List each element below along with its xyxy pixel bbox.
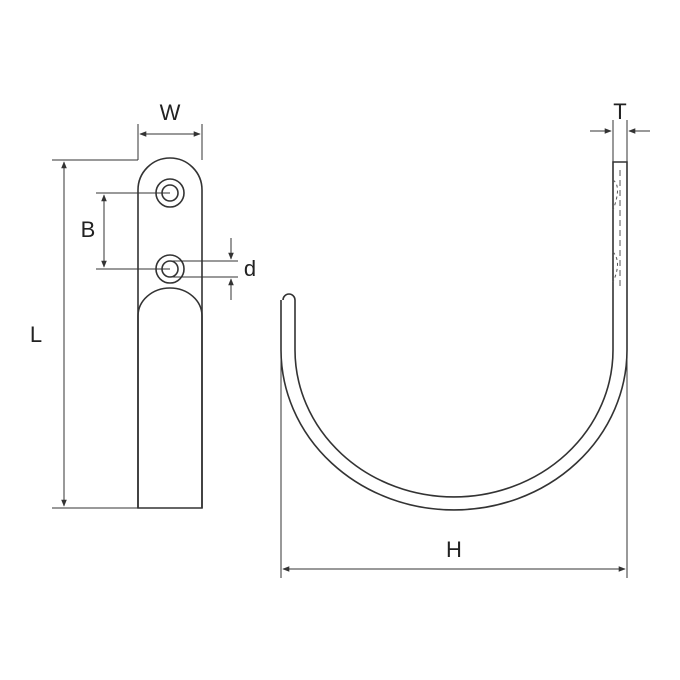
dimension-width: W <box>137 100 203 160</box>
dimension-thickness: T <box>590 99 650 162</box>
front-view <box>137 157 203 509</box>
label-h: H <box>446 537 462 562</box>
plate-inner-bend <box>137 287 203 508</box>
hidden-hole-upper <box>612 179 618 211</box>
label-b: B <box>81 217 96 242</box>
dimension-length: L <box>30 159 138 509</box>
hook-outline <box>280 161 628 511</box>
dimension-hook-opening: H <box>280 352 628 578</box>
label-d: d <box>244 256 256 281</box>
dimension-hole-pitch: B <box>81 192 170 270</box>
plate-outline <box>137 157 203 509</box>
hidden-hole-lower <box>612 251 618 283</box>
dimension-hole-diameter: d <box>170 238 256 300</box>
side-view <box>280 161 628 511</box>
label-l: L <box>30 322 42 347</box>
label-w: W <box>160 100 181 125</box>
label-t: T <box>613 99 626 124</box>
